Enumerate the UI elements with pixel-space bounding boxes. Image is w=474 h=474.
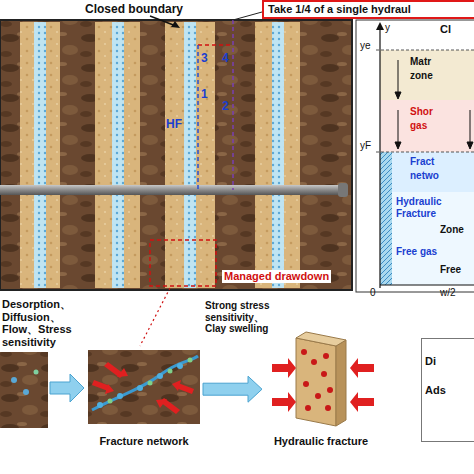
annotation-label: Managed drawdown: [222, 270, 331, 283]
annotation-label: Cl: [440, 23, 451, 36]
annotation-label: Closed boundary: [85, 3, 183, 17]
annotation-label: gas: [410, 120, 427, 132]
annotation-label: ye: [360, 40, 371, 52]
annotation-label: Desorption、Diffusion、Flow、Stress sensiti…: [2, 298, 76, 349]
edge-label: Strong stress sensitivity、Clay swelling: [205, 300, 271, 335]
annotation-label: y: [385, 22, 390, 34]
picture-panel: Hydraulic fracture: [262, 334, 380, 448]
callout-number: 2: [222, 100, 229, 114]
legend-text: Ads: [425, 384, 474, 397]
legend-text: Di: [425, 355, 474, 368]
callout-text: Take 1/4 of a single hydraul: [268, 3, 470, 16]
annotation-label: netwo: [410, 170, 439, 182]
picture-caption: Fracture network: [85, 435, 203, 448]
annotation-label: Free: [440, 264, 461, 276]
callout-number: 1: [201, 88, 208, 102]
annotation-label: Free gas: [396, 246, 437, 258]
annotation-label: Hydraulic Fracture: [396, 196, 454, 219]
callout-number: 0: [370, 287, 376, 299]
annotation-label: yF: [360, 140, 371, 152]
annotation-label: HF: [166, 118, 182, 132]
callout-box: Take 1/4 of a single hydraul: [262, 0, 474, 19]
picture-panel: Fracture network: [85, 350, 203, 448]
annotation-label: w/2: [440, 287, 456, 299]
legend-box: DiAds: [421, 338, 474, 442]
process-arrow: [203, 376, 262, 402]
annotation-label: Zone: [440, 224, 464, 236]
annotation-label: Fract: [410, 156, 434, 168]
picture-caption: Hydraulic fracture: [262, 435, 380, 448]
callout-number: 4: [222, 52, 229, 66]
annotation-label: Matr: [410, 56, 431, 68]
callout-number: 3: [201, 52, 208, 66]
annotation-label: zone: [410, 70, 433, 82]
annotation-label: Shor: [410, 106, 433, 118]
